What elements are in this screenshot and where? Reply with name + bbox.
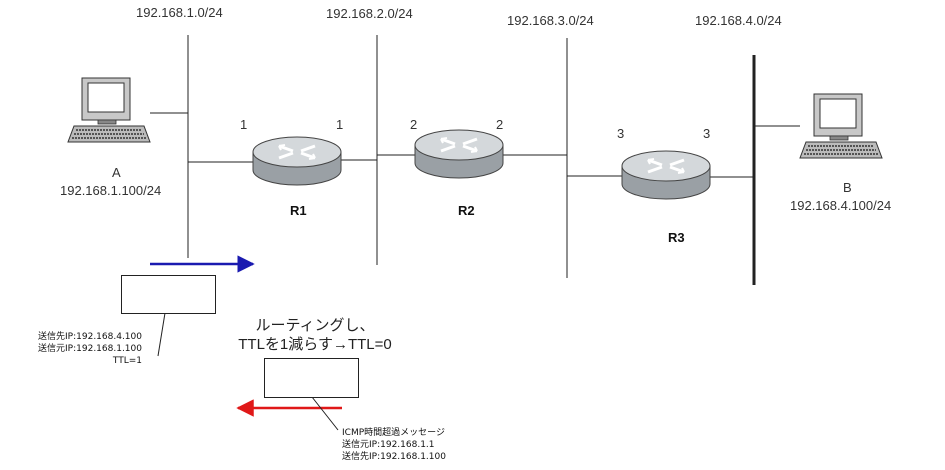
packet-out-note: 送信先IP:192.168.4.100 送信元IP:192.168.1.100 …	[34, 331, 142, 367]
host-a-computer-icon	[67, 77, 151, 143]
icmp-callout-line	[311, 396, 339, 431]
router-r2-name: R2	[458, 203, 475, 218]
icmp-reply-dst: 送信先IP:192.168.1.100	[342, 452, 446, 462]
r3-right-port: 3	[703, 126, 711, 141]
icmp-reply-box	[264, 358, 359, 398]
host-b-computer-icon	[799, 93, 883, 159]
router-action-caption: ルーティングし、 TTLを1減らす→TTL=0	[210, 316, 420, 354]
packet-out-ttl: TTL=1	[112, 356, 142, 366]
icmp-reply-title: ICMP時間超過メッセージ	[342, 428, 445, 438]
r3-left-port: 3	[617, 126, 625, 141]
router-r3-icon	[621, 150, 711, 200]
network-label-2: 192.168.2.0/24	[326, 6, 413, 21]
icmp-reply-note: ICMP時間超過メッセージ 送信元IP:192.168.1.1 送信先IP:19…	[342, 427, 446, 463]
packet-out-box	[121, 275, 216, 314]
packet-out-dst: 送信先IP:192.168.4.100	[38, 332, 142, 342]
host-b-ip: 192.168.4.100/24	[790, 198, 892, 213]
host-b-name: B	[843, 180, 852, 195]
router-r1-name: R1	[290, 203, 307, 218]
network-label-3: 192.168.3.0/24	[507, 13, 594, 28]
router-r1-icon	[252, 136, 342, 186]
r1-left-port: 1	[240, 117, 248, 132]
network-label-4: 192.168.4.0/24	[695, 13, 782, 28]
r1-right-port: 1	[336, 117, 344, 132]
router-r2-icon	[414, 129, 504, 179]
packet-out-src: 送信元IP:192.168.1.100	[38, 344, 142, 354]
network-label-1: 192.168.1.0/24	[136, 5, 223, 20]
r2-right-port: 2	[496, 117, 504, 132]
r2-left-port: 2	[410, 117, 418, 132]
router-action-line1: ルーティングし、	[255, 317, 375, 334]
host-a-name: A	[112, 165, 121, 180]
packet-out-callout-line	[157, 312, 166, 357]
router-r3-name: R3	[668, 230, 685, 245]
router-action-line2: TTLを1減らす→TTL=0	[238, 336, 392, 353]
icmp-reply-src: 送信元IP:192.168.1.1	[342, 440, 435, 450]
host-a-ip: 192.168.1.100/24	[60, 183, 162, 198]
